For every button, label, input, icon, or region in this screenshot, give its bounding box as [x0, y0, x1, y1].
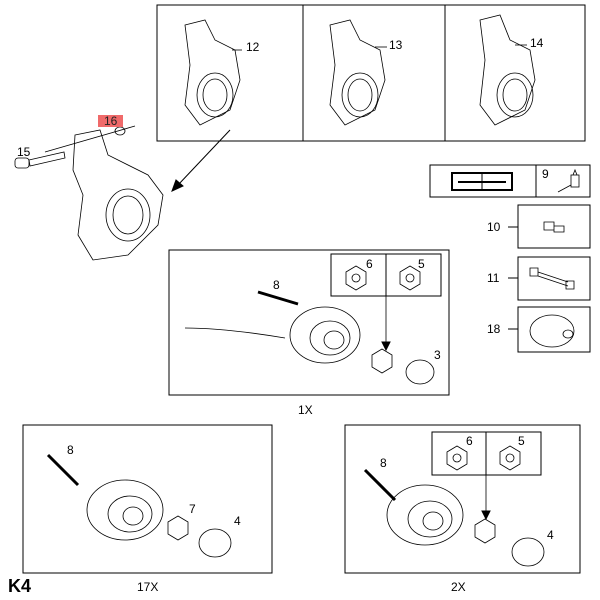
callout-6-br: 6	[466, 434, 473, 448]
callout-8-bl: 8	[67, 443, 74, 457]
callout-14: 14	[530, 36, 544, 50]
quantity-1x: 1X	[298, 403, 313, 417]
callout-5-mid: 5	[418, 257, 425, 271]
grease-tube-icon	[557, 168, 580, 193]
callout-18: 18	[487, 322, 501, 336]
callout-4-bl: 4	[234, 514, 241, 528]
callout-7-bl: 7	[189, 502, 196, 516]
tool-box	[429, 164, 591, 198]
knuckle-13-drawing	[329, 19, 387, 126]
knuckle-14-drawing	[479, 14, 536, 126]
callout-16-highlighted[interactable]: 16	[98, 115, 124, 127]
knuckle-12-drawing	[184, 19, 242, 126]
diagram-code: K4	[8, 576, 32, 596]
bracket-11-box	[508, 256, 591, 301]
quantity-17x: 17X	[137, 580, 159, 594]
hub-mid-drawing	[184, 265, 435, 385]
service-manual-icon	[451, 172, 513, 191]
callout-12: 12	[246, 40, 260, 54]
callout-13: 13	[389, 38, 403, 52]
callout-9: 9	[542, 167, 549, 181]
hub-kit-2x-box	[344, 424, 581, 574]
hub-br-drawing	[363, 445, 545, 567]
clip-10-box	[508, 204, 591, 249]
callout-8-mid: 8	[273, 278, 280, 292]
hub-kit-1x-box	[168, 249, 450, 396]
callout-6-mid: 6	[366, 257, 373, 271]
knuckle-variants-box	[156, 4, 586, 142]
hub-bl-drawing	[46, 453, 232, 558]
callout-10: 10	[487, 220, 501, 234]
callout-15: 15	[17, 145, 31, 159]
main-knuckle-drawing	[14, 125, 164, 261]
callout-4-br: 4	[547, 528, 554, 542]
callout-5-br: 5	[518, 434, 525, 448]
cap-18-box	[508, 306, 591, 353]
callout-3-mid: 3	[434, 348, 441, 362]
quantity-2x: 2X	[451, 580, 466, 594]
hub-kit-17x-box	[22, 424, 273, 574]
callout-11: 11	[487, 271, 500, 285]
callout-8-br: 8	[380, 456, 387, 470]
